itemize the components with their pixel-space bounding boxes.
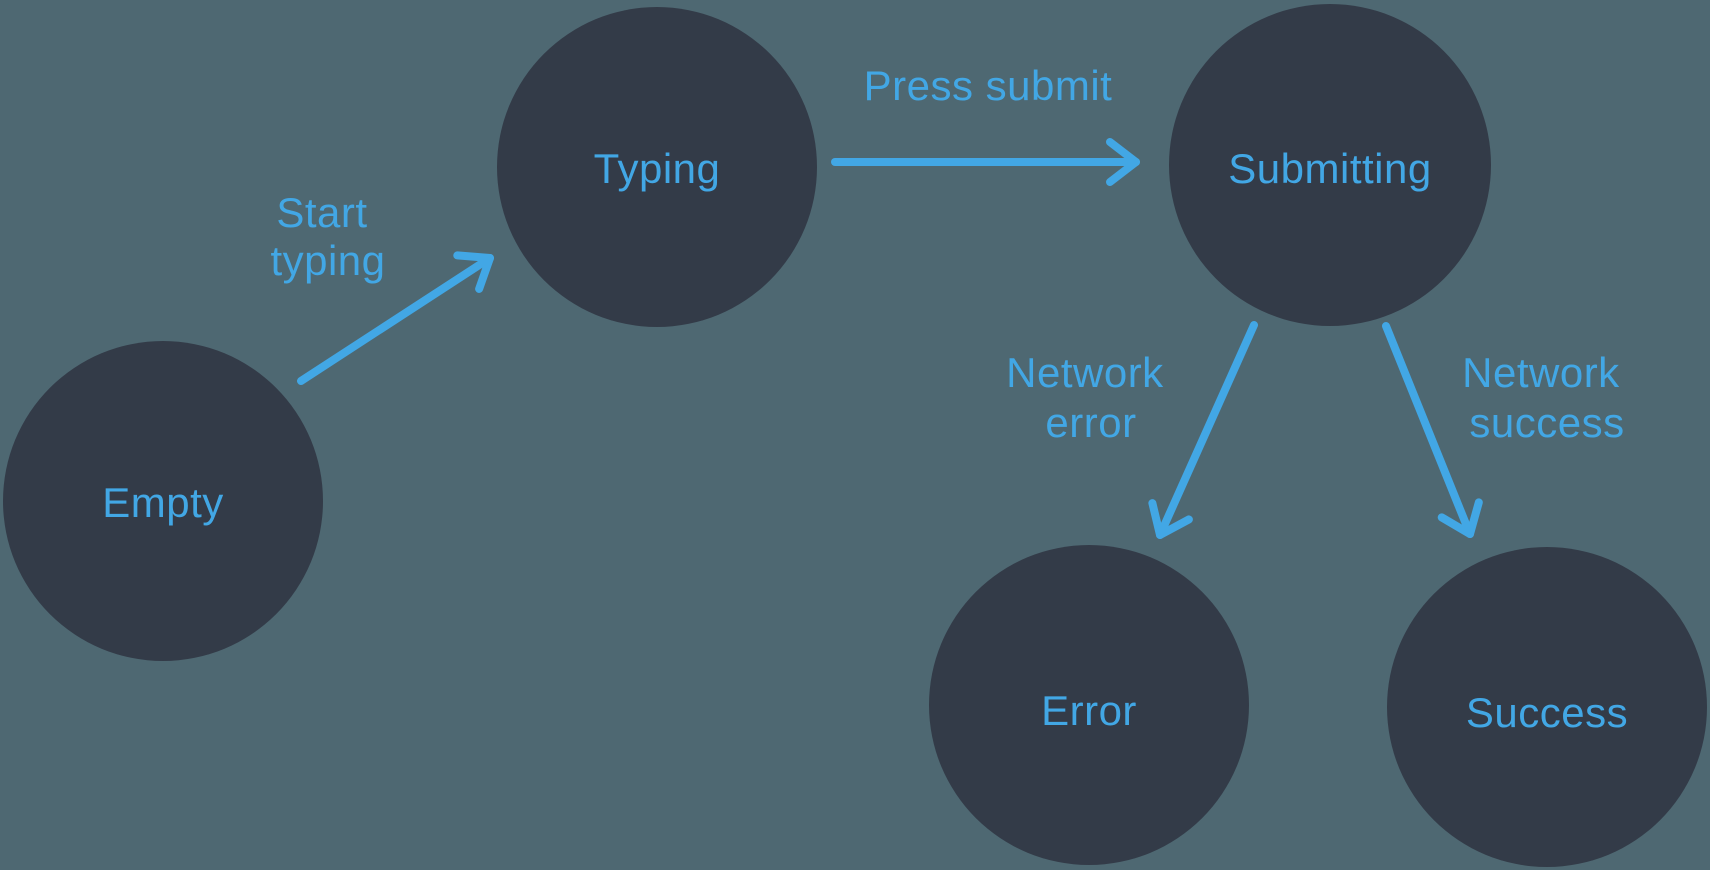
transition-arrow-start-typing bbox=[297, 251, 494, 385]
state-node-error-label: Error bbox=[1041, 687, 1137, 734]
state-node-typing: Typing bbox=[497, 7, 817, 327]
state-node-submitting: Submitting bbox=[1169, 4, 1491, 326]
state-node-success: Success bbox=[1387, 547, 1707, 867]
edge-label-network-error-line1: Network bbox=[1006, 349, 1164, 396]
state-node-error-circle bbox=[929, 545, 1249, 865]
state-node-typing-circle bbox=[497, 7, 817, 327]
edge-label-network-error-line2: error bbox=[1045, 399, 1136, 446]
state-node-typing-label: Typing bbox=[594, 145, 721, 192]
edge-label-start-typing: Start typing bbox=[270, 189, 385, 284]
edge-label-network-success-line1: Network bbox=[1462, 349, 1620, 396]
state-node-empty-label: Empty bbox=[102, 479, 224, 526]
state-node-error: Error bbox=[929, 545, 1249, 865]
state-node-success-circle bbox=[1387, 547, 1707, 867]
edge-label-start-typing-line1: Start bbox=[276, 189, 367, 236]
edge-label-network-success: Network success bbox=[1462, 349, 1632, 446]
state-node-submitting-label: Submitting bbox=[1228, 145, 1431, 192]
state-node-submitting-circle bbox=[1169, 4, 1491, 326]
state-node-empty: Empty bbox=[3, 341, 323, 661]
edge-label-network-success-line2: success bbox=[1469, 399, 1624, 446]
edge-label-network-error: Network error bbox=[1006, 349, 1176, 446]
transition-arrow-network-success bbox=[1382, 322, 1483, 538]
state-node-success-label: Success bbox=[1466, 689, 1628, 736]
edge-label-start-typing-line2: typing bbox=[270, 237, 385, 284]
transition-arrow-network-error bbox=[1148, 321, 1258, 539]
edge-label-press-submit: Press submit bbox=[864, 62, 1113, 109]
state-node-empty-circle bbox=[3, 341, 323, 661]
